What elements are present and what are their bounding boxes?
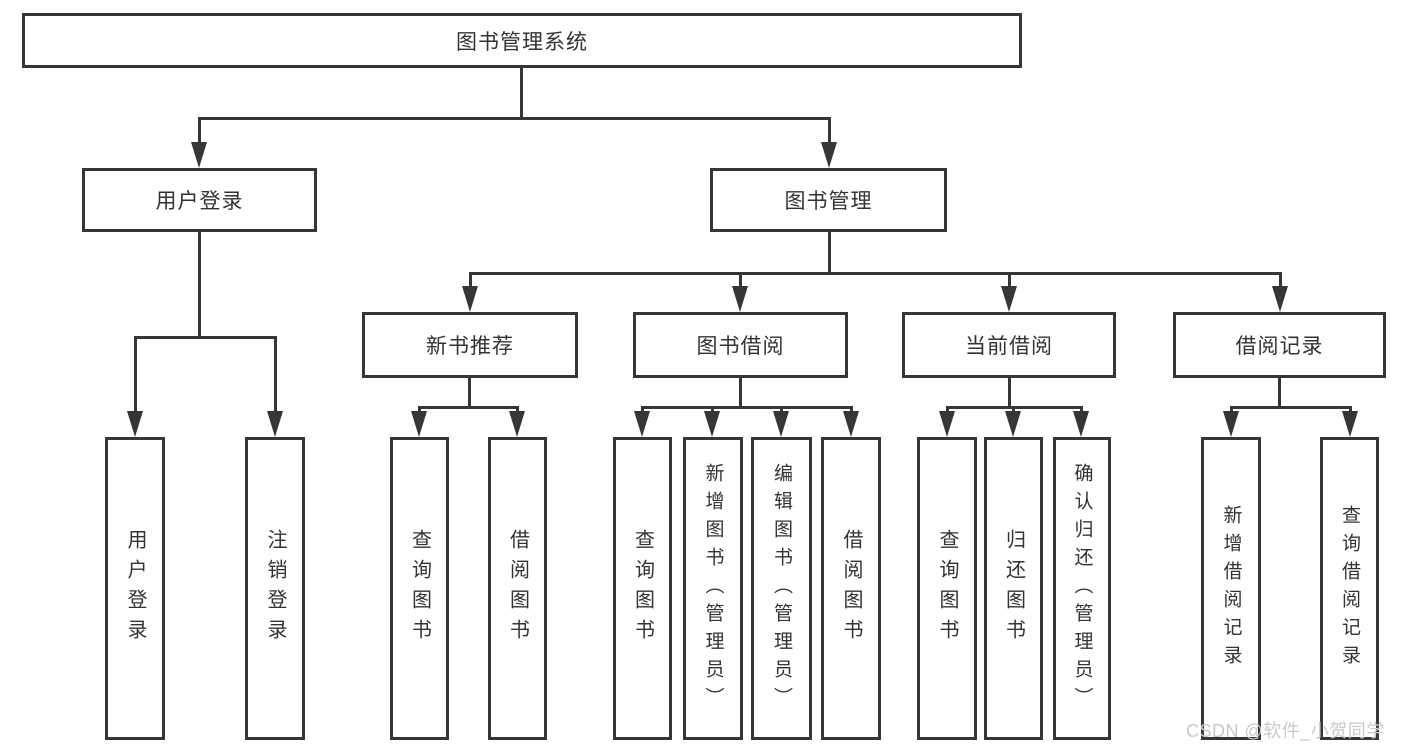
- connector-new-book-stem: [468, 376, 471, 409]
- node-leaf-edit-book-admin: 编辑图书（管理员）: [751, 437, 812, 740]
- node-leaf-query-books-1: 查询图书: [390, 437, 449, 740]
- connector-level1-branch: [198, 117, 831, 120]
- arrow-to-leaf-query-books-3: [939, 406, 955, 437]
- node-leaf-query-books-2: 查询图书: [613, 437, 672, 740]
- connector-current-borrow-stem: [1008, 376, 1011, 409]
- connector-book-borrow-branch: [641, 406, 852, 409]
- node-leaf-add-book-admin: 新增图书（管理员）: [683, 437, 743, 740]
- arrow-to-leaf-query-borrow-record: [1342, 406, 1358, 437]
- connector-level2-branch: [469, 272, 1282, 275]
- arrow-to-leaf-return-books: [1005, 406, 1021, 437]
- node-book-management: 图书管理: [710, 168, 947, 232]
- arrow-to-new-book-recommendation: [462, 272, 478, 312]
- node-book-borrowing: 图书借阅: [633, 312, 848, 378]
- node-leaf-user-login: 用户登录: [105, 437, 165, 740]
- node-leaf-borrow-books-2: 借阅图书: [821, 437, 881, 740]
- connector-book-management-stem: [828, 231, 831, 274]
- node-new-book-recommendation: 新书推荐: [362, 312, 578, 378]
- arrow-to-leaf-edit-book: [773, 406, 789, 437]
- arrow-to-leaf-user-login: [127, 336, 143, 437]
- node-library-management-system: 图书管理系统: [22, 13, 1022, 68]
- watermark-text: CSDN @软件_小贺同学: [1186, 721, 1385, 741]
- node-current-borrowing: 当前借阅: [902, 312, 1116, 378]
- arrow-to-leaf-borrow-books-2: [843, 406, 859, 437]
- node-leaf-query-borrow-record: 查询借阅记录: [1320, 437, 1379, 740]
- node-leaf-borrow-books-1: 借阅图书: [488, 437, 547, 740]
- arrow-to-current-borrowing: [1001, 272, 1017, 312]
- connector-user-login-branch: [134, 336, 277, 339]
- arrow-to-leaf-query-books-2: [634, 406, 650, 437]
- connector-current-borrow-branch: [946, 406, 1083, 409]
- arrow-to-leaf-add-book: [704, 406, 720, 437]
- connector-book-borrow-stem: [739, 376, 742, 409]
- arrow-to-leaf-logout: [267, 336, 283, 437]
- node-leaf-return-books: 归还图书: [984, 437, 1043, 740]
- node-leaf-add-borrow-record: 新增借阅记录: [1201, 437, 1261, 740]
- node-leaf-confirm-return-admin: 确认归还（管理员）: [1053, 437, 1111, 740]
- arrow-to-leaf-confirm-return: [1073, 406, 1089, 437]
- arrow-to-leaf-query-books-1: [411, 406, 427, 437]
- node-leaf-query-books-3: 查询图书: [917, 437, 977, 740]
- node-leaf-logout: 注销登录: [245, 437, 305, 740]
- connector-new-book-branch: [418, 406, 519, 409]
- connector-root-stem: [520, 66, 523, 119]
- connector-borrow-record-stem: [1278, 376, 1281, 409]
- arrow-to-leaf-add-borrow-record: [1223, 406, 1239, 437]
- node-user-login: 用户登录: [82, 168, 317, 232]
- arrow-to-book-management: [821, 117, 837, 168]
- arrow-to-leaf-borrow-books-1: [509, 406, 525, 437]
- node-borrowing-records: 借阅记录: [1173, 312, 1386, 378]
- arrow-to-borrowing-records: [1272, 272, 1288, 312]
- arrow-to-book-borrowing: [732, 272, 748, 312]
- connector-user-login-stem: [198, 231, 201, 338]
- connector-borrow-record-branch: [1230, 406, 1351, 409]
- arrow-to-user-login: [191, 117, 207, 168]
